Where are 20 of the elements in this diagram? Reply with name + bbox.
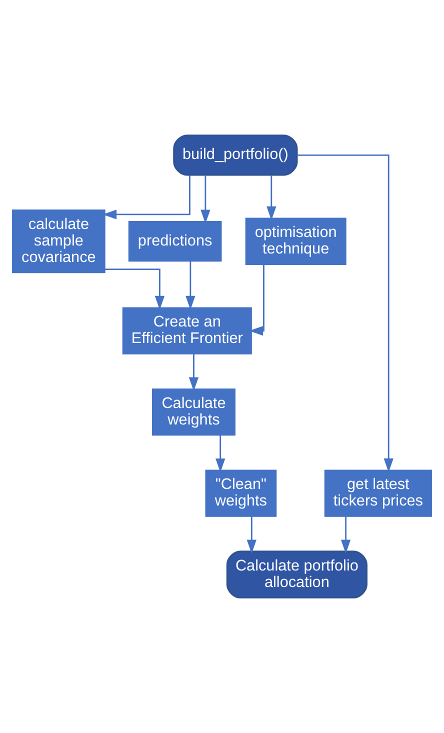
arrow xyxy=(102,175,190,220)
node-box: Create an Efficient Frontier xyxy=(122,307,252,354)
arrow xyxy=(105,268,165,310)
node-box: build_portfolio() xyxy=(173,134,298,176)
node-box: get latest tickers prices xyxy=(324,470,432,517)
arrow xyxy=(249,264,264,336)
arrow xyxy=(186,261,196,310)
arrow xyxy=(216,435,226,472)
node-box: Calculate weights xyxy=(152,388,236,436)
arrow xyxy=(297,154,394,472)
arrow xyxy=(340,516,351,554)
node-box: Calculate portfolio allocation xyxy=(226,550,368,598)
node-box: calculate sample covariance xyxy=(12,210,106,274)
arrow xyxy=(246,516,256,554)
arrow xyxy=(266,175,276,220)
arrow xyxy=(200,175,210,224)
arrow xyxy=(188,354,199,392)
node-box: predictions xyxy=(128,221,222,262)
node-box: optimisation technique xyxy=(245,218,346,265)
node-box: "Clean" weights xyxy=(205,470,277,517)
